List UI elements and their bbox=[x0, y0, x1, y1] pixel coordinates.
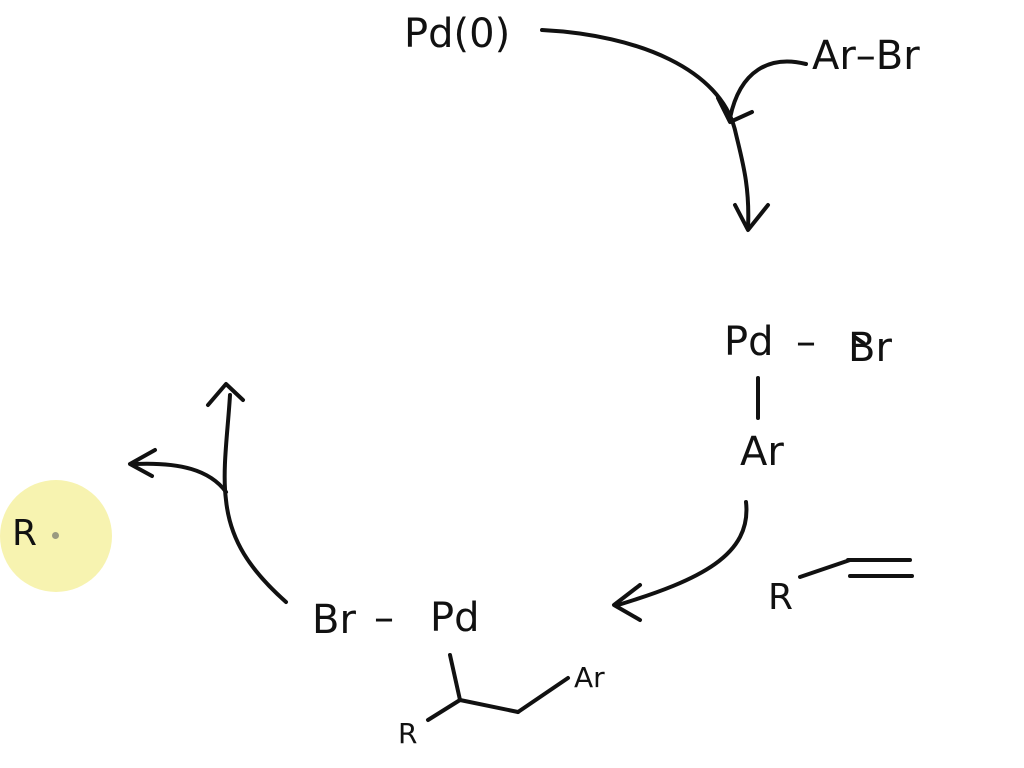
alkene-r-label: R bbox=[768, 577, 794, 618]
insertion-pd-label: Pd bbox=[430, 595, 480, 641]
bond-carbon-ch2 bbox=[458, 698, 520, 714]
complex-ar-label: Ar bbox=[740, 429, 784, 475]
cursor-dot bbox=[52, 532, 59, 539]
arrow-elimination-head-left bbox=[128, 448, 157, 478]
aryl-bromide-label: Ar–Br bbox=[812, 33, 920, 79]
alkene-bond bbox=[798, 558, 852, 579]
arrow-pd0-to-complex-head bbox=[733, 203, 770, 232]
bond-ch2-ar bbox=[516, 676, 570, 714]
bond-pd-carbon bbox=[448, 653, 462, 702]
arrow-arbr-join-head bbox=[716, 96, 754, 124]
insertion-dash-label: – bbox=[374, 595, 394, 641]
insertion-br-label: Br bbox=[312, 597, 356, 643]
arrow-elimination-branch bbox=[132, 461, 228, 494]
arrow-complex-to-insertion-head bbox=[612, 583, 642, 622]
complex-dash-label: – bbox=[796, 319, 816, 365]
arrow-pd0-to-complex bbox=[540, 28, 751, 230]
complex-pd-label: Pd bbox=[724, 319, 774, 365]
pd0-label: Pd(0) bbox=[404, 11, 511, 57]
cursor-r-label: R bbox=[12, 513, 38, 554]
arrow-arbr-join bbox=[728, 59, 808, 120]
arrow-elimination-head-up bbox=[206, 382, 245, 407]
bond-carbon-r bbox=[426, 698, 462, 722]
arrow-complex-to-insertion bbox=[616, 500, 749, 607]
insertion-ar-label: Ar bbox=[574, 661, 605, 694]
arrow-elimination bbox=[222, 393, 288, 604]
insertion-r-label: R bbox=[398, 717, 418, 750]
